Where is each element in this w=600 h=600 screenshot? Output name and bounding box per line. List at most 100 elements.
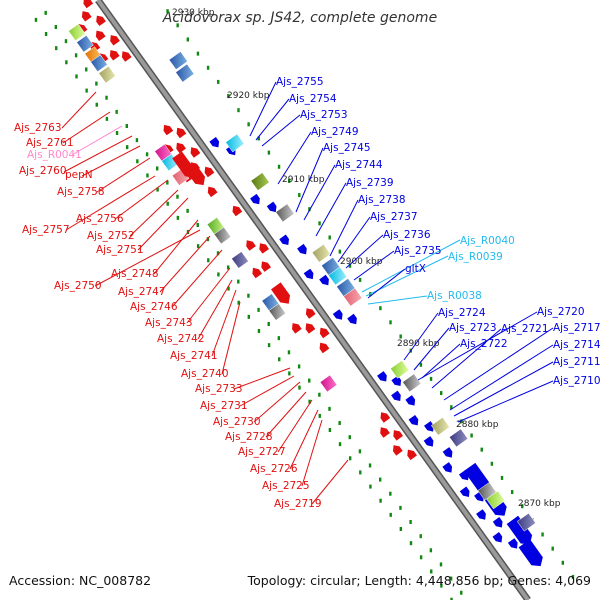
leader-line (137, 197, 189, 251)
gene-box (90, 54, 108, 72)
tick-dot (95, 81, 98, 86)
leader-line (431, 328, 502, 389)
gene-label: Ajs_2738 (358, 194, 406, 206)
gene-box (319, 374, 338, 393)
tick-dot (156, 187, 159, 192)
gene-box (430, 417, 450, 436)
gene-label: Ajs_R0039 (448, 251, 503, 263)
gene-arrow (319, 274, 329, 286)
leader-line (65, 175, 156, 231)
gene-box (68, 23, 86, 42)
tick-dot (186, 208, 189, 213)
gene-arrow (109, 50, 120, 61)
gene-label: Ajs_2747 (118, 286, 166, 298)
tick-dot (551, 546, 554, 551)
gene-label: Ajs_2757 (22, 224, 70, 236)
gene-arrow (259, 243, 269, 254)
gene-arrow (83, 0, 94, 9)
gene-label: Ajs_2721 (501, 323, 549, 335)
leader-line (417, 311, 538, 381)
leader-line (71, 125, 123, 156)
gene-arrow (190, 147, 201, 158)
gene-box (311, 243, 331, 263)
gene-arrow (408, 415, 419, 426)
gene-label: Ajs_2714 (553, 339, 600, 351)
gene-arrow (442, 447, 453, 458)
gene-arrow (393, 445, 403, 456)
gene-arrow (377, 371, 387, 382)
leader-line (345, 234, 384, 269)
tick-dot (389, 320, 392, 325)
tick-dot (95, 102, 98, 107)
tick-dot (105, 95, 108, 100)
gene-label: Ajs_2750 (54, 280, 102, 292)
gene-arrow (121, 51, 132, 62)
gene-box (390, 360, 410, 379)
tick-dot (237, 279, 240, 284)
gene-arrow (279, 234, 289, 245)
leader-line (114, 179, 169, 220)
leader-line (261, 114, 301, 147)
gene-label: Ajs_2744 (335, 159, 383, 171)
tick-dot (419, 362, 423, 367)
gene-arrow (96, 15, 106, 26)
tick-dot (368, 463, 372, 468)
tick-dot (450, 405, 453, 410)
tick-dot (166, 180, 169, 185)
leader-line (249, 81, 277, 137)
leader-line (255, 98, 290, 141)
gene-label: Ajs_2761 (26, 137, 74, 149)
gene-label: Ajs_2755 (276, 76, 324, 88)
gene-label: Ajs_2737 (370, 211, 418, 223)
kbp-ticks: 2930 kbp 2920 kbp 2910 kbp 2900 kbp 2890… (172, 8, 561, 509)
tick-dot (176, 23, 179, 28)
gene-arrow (463, 462, 490, 492)
gene-label: Ajs_2717 (553, 322, 600, 334)
tick-dot (510, 490, 514, 495)
tick-dot (247, 122, 250, 127)
tick-dot (34, 17, 38, 22)
tick-dot (277, 336, 281, 341)
tick-dot (217, 79, 220, 84)
tick-dot (308, 207, 311, 212)
leader-line (197, 279, 233, 340)
tick-dot (409, 520, 412, 525)
gene-label: Ajs_2746 (130, 301, 178, 313)
leader-line (367, 268, 406, 299)
tick-dot (166, 9, 169, 14)
gene-label: Ajs_2722 (460, 338, 508, 350)
tick-dot (288, 371, 291, 376)
gene-arrow (305, 323, 316, 334)
tick-dot (409, 541, 413, 546)
tick-dot (338, 249, 342, 254)
gene-label: Ajs_2758 (57, 186, 105, 198)
tick-dot (54, 25, 58, 30)
gene-label: Ajs_2752 (87, 230, 135, 242)
tick-dot (125, 124, 128, 129)
gene-label: Ajs_2751 (96, 244, 144, 256)
tick-dot (419, 534, 422, 539)
leader-line (277, 399, 313, 453)
leader-line (96, 157, 151, 193)
tick-dot (206, 65, 210, 70)
tick-dot (146, 173, 149, 178)
leader-line (367, 295, 428, 305)
tick-dot (136, 159, 139, 164)
tick-dot (328, 235, 331, 240)
gene-arrow (424, 421, 434, 432)
tick-dot (196, 51, 200, 56)
gene-arrow (246, 240, 256, 251)
tick-dot (378, 477, 382, 482)
tick-dot (74, 53, 78, 58)
gene-label: Ajs_2720 (537, 306, 585, 318)
leader-line (159, 235, 211, 293)
tick-dot (186, 37, 190, 42)
tick-dot (216, 251, 220, 256)
tick-dot (267, 343, 271, 348)
tick-dot (156, 166, 159, 171)
gene-arrow (459, 486, 470, 497)
gene-box (486, 490, 506, 510)
gene-arrow (492, 517, 503, 528)
leader-line (311, 459, 349, 505)
tick-dot (145, 152, 149, 157)
